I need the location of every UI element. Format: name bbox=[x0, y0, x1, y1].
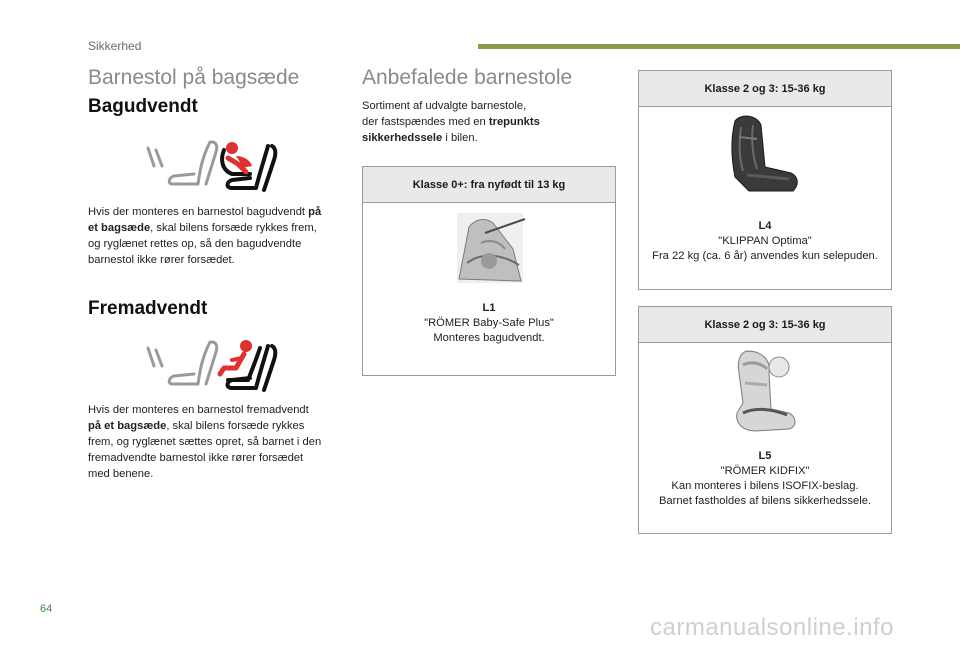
seat-name: "KLIPPAN Optima" bbox=[718, 235, 812, 247]
left-column: Barnestol på bagsæde bbox=[88, 66, 299, 90]
seat-box-body: L5 "RÖMER KIDFIX" Kan monteres i bilens … bbox=[639, 449, 891, 509]
section-accent-bar bbox=[478, 44, 960, 49]
seat-note: Kan monteres i bilens ISOFIX-beslag. bbox=[671, 480, 859, 492]
rear-facing-text: Hvis der monteres en barnestol bagudvend… bbox=[88, 206, 322, 266]
booster-seat-klippan-illustration bbox=[731, 115, 798, 192]
seat-box-body: L1 "RÖMER Baby-Safe Plus" Monteres bagud… bbox=[363, 301, 615, 346]
seat-box-body: L4 "KLIPPAN Optima" Fra 22 kg (ca. 6 år)… bbox=[639, 219, 891, 264]
seat-code: L1 bbox=[482, 302, 496, 314]
forward-facing-heading: Fremadvendt bbox=[88, 298, 208, 319]
rear-facing-child-seat-icon bbox=[146, 140, 278, 192]
seat-note-2: Barnet fastholdes af bilens sikkerhedsse… bbox=[658, 495, 872, 507]
rear-facing-heading: Bagudvendt bbox=[88, 96, 198, 117]
seat-note: Fra 22 kg (ca. 6 år) anvendes kun selepu… bbox=[652, 250, 878, 262]
seat-name: "RÖMER KIDFIX" bbox=[720, 465, 810, 477]
infant-carrier-illustration bbox=[457, 213, 526, 283]
seat-name: "RÖMER Baby-Safe Plus" bbox=[424, 317, 554, 329]
watermark-text: carmanualsonline.info bbox=[650, 614, 894, 641]
page-number: 64 bbox=[40, 603, 53, 615]
seat-box-header: Klasse 2 og 3: 15-36 kg bbox=[639, 307, 891, 343]
booster-seat-kidfix-illustration bbox=[736, 350, 796, 432]
seat-code: L5 bbox=[758, 450, 772, 462]
seat-box-l1: Klasse 0+: fra nyfødt til 13 kg L1 "RÖME… bbox=[362, 166, 616, 376]
seat-note: Monteres bagudvendt. bbox=[433, 332, 545, 344]
seat-box-l5: Klasse 2 og 3: 15-36 kg L5 "RÖMER KIDFIX… bbox=[638, 306, 892, 534]
section-label: Sikkerhed bbox=[88, 39, 142, 53]
forward-facing-text: Hvis der monteres en barnestol fremadven… bbox=[88, 404, 322, 480]
recommended-seats-title: Anbefalede barnestole bbox=[362, 66, 573, 89]
seat-code: L4 bbox=[758, 220, 772, 232]
forward-facing-child-seat-icon bbox=[146, 340, 278, 392]
page-title: Barnestol på bagsæde bbox=[88, 66, 300, 89]
seat-box-header: Klasse 0+: fra nyfødt til 13 kg bbox=[363, 167, 615, 203]
seat-box-l4: Klasse 2 og 3: 15-36 kg L4 "KLIPPAN Opti… bbox=[638, 70, 892, 290]
seat-box-header: Klasse 2 og 3: 15-36 kg bbox=[639, 71, 891, 107]
recommended-intro: Sortiment af udvalgte barnestole, der fa… bbox=[362, 100, 540, 144]
